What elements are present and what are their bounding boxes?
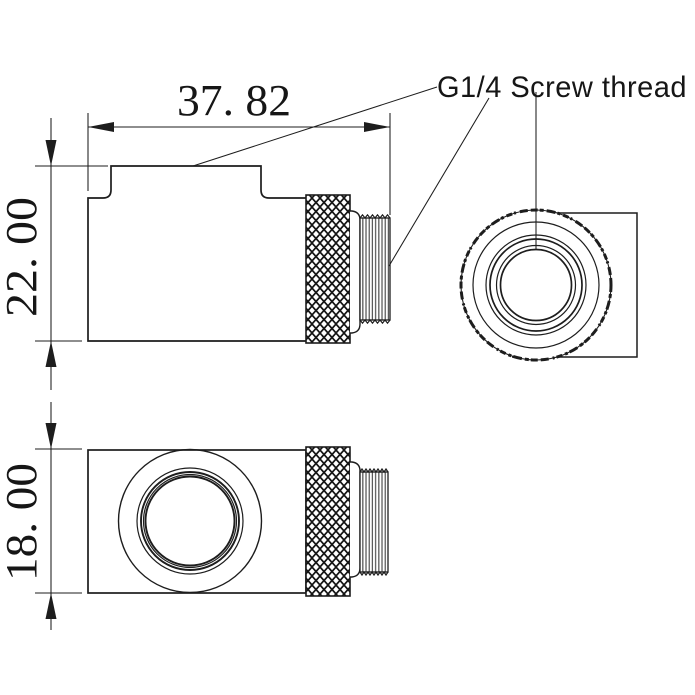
thread-leader-to-body-top xyxy=(192,86,438,167)
side-view xyxy=(87,165,391,344)
dim-side-height-arrow-bottom xyxy=(45,341,57,367)
bottom-view-knurl-ring xyxy=(305,446,351,597)
thread-label: G1/4 Screw thread xyxy=(437,71,687,104)
dim-width: 37. 82 xyxy=(87,76,391,215)
dim-port-height-arrow-top xyxy=(45,423,57,449)
bottom-view-port xyxy=(117,448,263,594)
thread-crest-bottom xyxy=(359,570,389,577)
side-view-male-thread xyxy=(359,213,391,325)
dim-width-value: 37. 82 xyxy=(177,76,291,125)
side-view-body-outline xyxy=(87,165,306,342)
dim-width-arrow-left xyxy=(88,122,114,132)
side-view-collar xyxy=(350,210,361,334)
thread-leader-to-side-thread xyxy=(388,97,490,267)
thread-crest-top xyxy=(359,467,389,474)
bottom-view-collar xyxy=(350,461,361,578)
thread-crest-top xyxy=(359,213,391,219)
dim-side-height-arrow-top xyxy=(45,140,57,166)
dim-side-height: 22. 00 xyxy=(0,140,108,367)
dim-width-arrow-right xyxy=(364,122,390,132)
dim-vertical: 22. 00 18. 00 xyxy=(0,118,108,630)
side-view-knurl-ring xyxy=(305,194,351,344)
bottom-view xyxy=(87,446,389,597)
dim-port-height-value: 18. 00 xyxy=(0,463,46,581)
thread-crest-bottom xyxy=(359,319,391,325)
end-view-body-outline xyxy=(512,212,638,358)
dim-side-height-value: 22. 00 xyxy=(0,197,46,317)
bottom-view-male-thread xyxy=(359,467,389,577)
thread-annotation: G1/4 Screw thread xyxy=(192,71,687,267)
dim-port-height-arrow-bottom xyxy=(45,593,57,619)
dim-port-height: 18. 00 xyxy=(0,423,82,619)
